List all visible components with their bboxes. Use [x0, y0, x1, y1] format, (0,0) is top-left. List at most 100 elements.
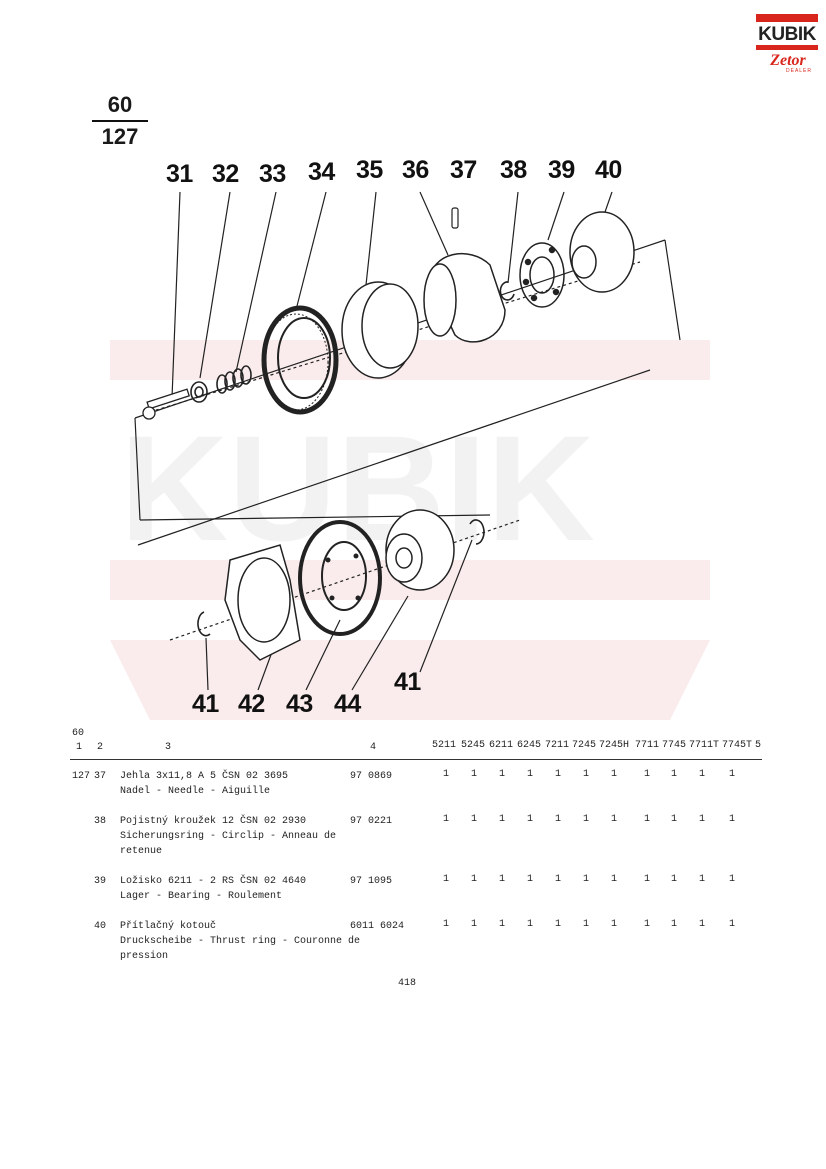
callout-38: 38: [500, 156, 527, 184]
row-38-desc-2: Sicherungsring - Circlip - Anneau de: [120, 831, 337, 842]
leader-34: [295, 191, 327, 311]
qty-cell: 1: [728, 919, 735, 930]
qty-cell: 1: [728, 769, 735, 780]
logo-dealer: DEALER: [786, 68, 813, 74]
model-6211: 6211: [489, 740, 514, 751]
model-5: 5: [755, 740, 762, 751]
table-header-rule: [70, 759, 762, 760]
model-7711T: 7711T: [689, 740, 720, 751]
qty-cell: 1: [698, 814, 705, 825]
qty-cell: 1: [554, 769, 561, 780]
axis-lower: [169, 519, 521, 641]
qty-cell: 1: [526, 874, 533, 885]
leader-44: [351, 595, 409, 691]
row-39-desc-1: Ložisko 6211 - 2 RS ČSN 02 4640: [120, 876, 307, 887]
qty-cell: 1: [470, 874, 477, 885]
part-32-washer: [190, 381, 208, 403]
qty-cell: 1: [643, 874, 650, 885]
col-num-1: 1: [76, 742, 83, 753]
logo-sub: Zetor: [770, 52, 806, 69]
part-33-spring: [216, 365, 252, 394]
row-39-desc-2: Lager - Bearing - Roulement: [120, 891, 283, 902]
qty-cell: 1: [698, 769, 705, 780]
part-34-seal: [261, 305, 339, 415]
row-39-pos: 39: [94, 876, 107, 887]
row-37-code: 97 0869: [350, 771, 393, 782]
callout-41-right: 41: [394, 668, 421, 696]
callout-40: 40: [595, 156, 622, 184]
page-number: 418: [398, 978, 417, 989]
qty-cell: 1: [610, 769, 617, 780]
model-7245H: 7245H: [599, 740, 630, 751]
logo-brand: KUBIK: [758, 24, 816, 45]
callout-39: 39: [548, 156, 575, 184]
qty-cell: 1: [442, 874, 449, 885]
callout-36: 36: [402, 156, 429, 184]
col-num-3: 3: [165, 742, 172, 753]
model-6245: 6245: [517, 740, 542, 751]
row-37-desc-1: Jehla 3x11,8 A 5 ČSN 02 3695: [120, 771, 289, 782]
part-31-needle: [142, 388, 190, 420]
qty-cell: 1: [582, 814, 589, 825]
axis-upper: [149, 261, 641, 413]
qty-cell: 1: [554, 814, 561, 825]
model-5211: 5211: [432, 740, 457, 751]
row-40-desc-1: Přítlačný kotouč: [120, 921, 217, 932]
part-35-ring: [341, 281, 419, 379]
leader-38: [507, 191, 519, 284]
qty-cell: 1: [610, 814, 617, 825]
row-37-pos: 37: [94, 771, 107, 782]
callout-35: 35: [356, 156, 383, 184]
qty-cell: 1: [498, 874, 505, 885]
table-group-header: 60: [72, 728, 85, 739]
qty-cell: 1: [582, 919, 589, 930]
callout-41-left: 41: [192, 690, 219, 718]
row-40-code: 6011 6024: [350, 921, 405, 932]
part-40-thrust-ring: [569, 211, 635, 293]
leader-32: [199, 191, 231, 379]
frame-line-lower: [137, 369, 651, 546]
qty-cell: 1: [698, 874, 705, 885]
qty-cell: 1: [643, 769, 650, 780]
callout-34: 34: [308, 158, 335, 186]
logo-bar-mid: [756, 45, 818, 50]
row-40-desc-3: pression: [120, 951, 169, 962]
qty-cell: 1: [442, 769, 449, 780]
page-ref-bottom: 127: [101, 124, 139, 149]
leader-39: [547, 191, 565, 241]
model-7745T: 7745T: [722, 740, 753, 751]
qty-cell: 1: [670, 919, 677, 930]
frame-line-right: [664, 239, 681, 341]
part-38-circlip: [499, 281, 515, 301]
row-37-group: 127: [72, 771, 91, 782]
model-5245: 5245: [461, 740, 486, 751]
leader-33: [235, 191, 277, 373]
qty-cell: 1: [470, 769, 477, 780]
leader-36: [419, 191, 449, 256]
leader-35: [365, 191, 377, 286]
qty-cell: 1: [526, 769, 533, 780]
col-num-2: 2: [97, 742, 104, 753]
leader-42: [257, 651, 273, 691]
row-38-code: 97 0221: [350, 816, 393, 827]
qty-cell: 1: [526, 814, 533, 825]
row-40-desc-2: Druckscheibe - Thrust ring - Couronne de: [120, 936, 361, 947]
qty-cell: 1: [643, 919, 650, 930]
row-37-desc-2: Nadel - Needle - Aiguille: [120, 786, 271, 797]
callout-31: 31: [166, 160, 193, 188]
callout-32: 32: [212, 160, 239, 188]
qty-cell: 1: [610, 919, 617, 930]
callout-42: 42: [238, 690, 265, 718]
row-40-pos: 40: [94, 921, 107, 932]
qty-cell: 1: [442, 814, 449, 825]
qty-cell: 1: [498, 814, 505, 825]
callout-43: 43: [286, 690, 313, 718]
qty-cell: 1: [582, 769, 589, 780]
model-7745: 7745: [662, 740, 687, 751]
qty-cell: 1: [670, 814, 677, 825]
part-41-clip-left: [197, 611, 211, 637]
kubik-zetor-logo: KUBIK Zetor DEALER: [756, 14, 818, 74]
qty-cell: 1: [610, 874, 617, 885]
frame-line-left: [134, 417, 141, 521]
leader-41-left: [205, 637, 209, 691]
